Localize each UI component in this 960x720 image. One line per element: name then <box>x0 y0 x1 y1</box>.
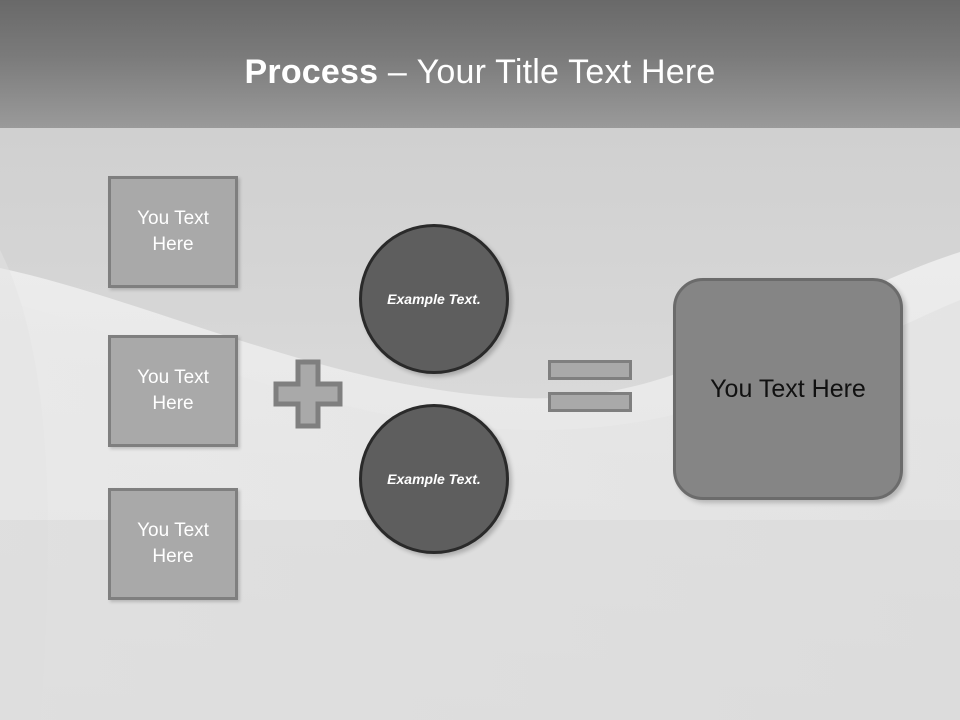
result-box-label: You Text Here <box>710 375 866 403</box>
page-title-rest: Your Title Text Here <box>416 53 716 91</box>
title-banner <box>0 0 960 128</box>
example-circle-1-label: Example Text. <box>387 291 481 307</box>
page-title-bold: Process <box>244 53 379 91</box>
input-box-3[interactable]: You Text Here <box>108 488 238 600</box>
input-box-2-label: You Text Here <box>137 367 209 414</box>
equals-bar-top <box>548 360 632 380</box>
equals-bar-bottom <box>548 392 632 412</box>
input-box-1-label: You Text Here <box>137 208 209 255</box>
equals-operator-icon <box>548 360 632 412</box>
input-box-1[interactable]: You Text Here <box>108 176 238 288</box>
page-title-separator: – <box>387 53 407 91</box>
example-circle-2-label: Example Text. <box>387 471 481 487</box>
result-box[interactable]: You Text Here <box>673 278 903 500</box>
input-box-2[interactable]: You Text Here <box>108 335 238 447</box>
plus-operator-icon <box>273 359 343 429</box>
page-title: Process – Your Title Text Here <box>0 50 960 94</box>
example-circle-1[interactable]: Example Text. <box>359 224 509 374</box>
example-circle-2[interactable]: Example Text. <box>359 404 509 554</box>
input-box-3-label: You Text Here <box>137 520 209 567</box>
